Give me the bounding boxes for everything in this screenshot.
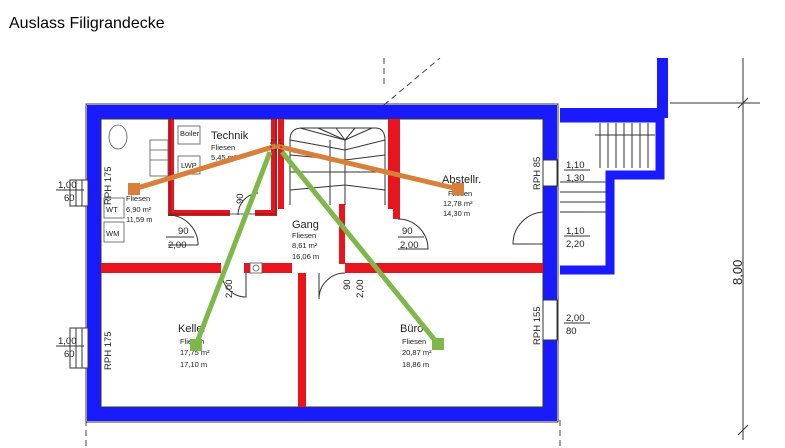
dim-r2-bot: 2,20 <box>566 239 585 250</box>
dim-techgang: 90 <box>235 193 246 204</box>
window-right-1 <box>542 159 558 187</box>
buero-floor: Fliesen <box>402 337 426 346</box>
technik-area: 5,45 m² <box>211 153 237 162</box>
gang-name: Gang <box>292 219 319 231</box>
dim-r3-bot: 80 <box>566 326 577 337</box>
wasch-wt: WT <box>106 205 118 214</box>
rph-right-2: RPH 155 <box>532 306 543 345</box>
dim-w2-top: 1,00 <box>58 336 77 347</box>
abstell-name: Abstellr. <box>442 174 481 186</box>
window-left-1 <box>69 179 89 207</box>
inner-walls <box>101 119 543 407</box>
dashed-lines <box>85 57 561 448</box>
dim-buero-door2: 2,00 <box>355 280 366 299</box>
wasch-floor: Fliesen <box>126 194 150 203</box>
technik-name: Technik <box>211 130 249 142</box>
orange-line-left <box>133 143 277 192</box>
technik-lwp: LWP <box>181 161 197 170</box>
rph-right-1: RPH 85 <box>532 157 543 190</box>
wasch-area: 6,90 m² <box>126 205 152 214</box>
buero-perimeter: 18,86 m <box>402 360 429 369</box>
window-right-2 <box>542 299 558 341</box>
wasch-wm: WM <box>106 229 119 238</box>
dim-d1-top: 90 <box>178 226 189 237</box>
green-line-keller <box>193 151 273 346</box>
door-swings <box>167 192 546 300</box>
outside-stair <box>560 58 668 275</box>
wasch-perimeter: 11,59 m <box>126 215 153 224</box>
outlet-wasch <box>128 183 140 195</box>
green-line-buero <box>280 150 440 346</box>
abstell-perimeter: 14,30 m <box>443 209 470 218</box>
keller-area: 17,75 m² <box>180 348 210 357</box>
rph-left-1: RPH 175 <box>103 166 114 205</box>
orange-line-right <box>275 143 459 192</box>
dim-r2-top: 1,10 <box>566 226 585 237</box>
fixtures <box>103 124 263 274</box>
gang-area: 8,61 m² <box>292 241 318 250</box>
dim-r1-bot: 1,30 <box>566 173 585 184</box>
window-left-2 <box>69 327 89 369</box>
abstell-area: 12,78 m² <box>443 199 473 208</box>
technik-floor: Fliesen <box>211 143 235 152</box>
dim-w1-bot: 60 <box>64 193 75 204</box>
connection-lines <box>128 139 464 351</box>
caption-title: Auslass Filigrandecke <box>9 15 165 32</box>
buero-area: 20,87 m² <box>402 348 432 357</box>
outlet-source <box>270 139 282 151</box>
outlet-buero <box>432 338 444 350</box>
dim-total: 8,00 <box>730 260 745 285</box>
dim-keller-door: 2,00 <box>224 280 235 299</box>
dim-r1-top: 1,10 <box>566 160 585 171</box>
outer-wall <box>87 105 557 421</box>
technik-boiler: Boiler <box>180 129 200 138</box>
keller-perimeter: 17,10 m <box>180 360 207 369</box>
dim-w1-top: 1,00 <box>58 180 77 191</box>
outlet-keller <box>190 339 202 351</box>
dim-d2-bot: 2,00 <box>400 240 419 251</box>
dim-d1-bot: 2,00 <box>168 240 187 251</box>
right-dimension-line <box>670 58 760 440</box>
dim-d2-top: 90 <box>402 226 413 237</box>
rph-left-2: RPH 175 <box>103 331 114 370</box>
gang-floor: Fliesen <box>292 231 316 240</box>
buero-name: Büro <box>400 323 423 335</box>
dim-r3-top: 2,00 <box>566 313 585 324</box>
gang-perimeter: 16,06 m <box>292 252 319 261</box>
dim-buero-door: 90 <box>342 279 353 290</box>
dim-w2-bot: 60 <box>64 349 75 360</box>
outlet-abstell <box>452 183 464 195</box>
